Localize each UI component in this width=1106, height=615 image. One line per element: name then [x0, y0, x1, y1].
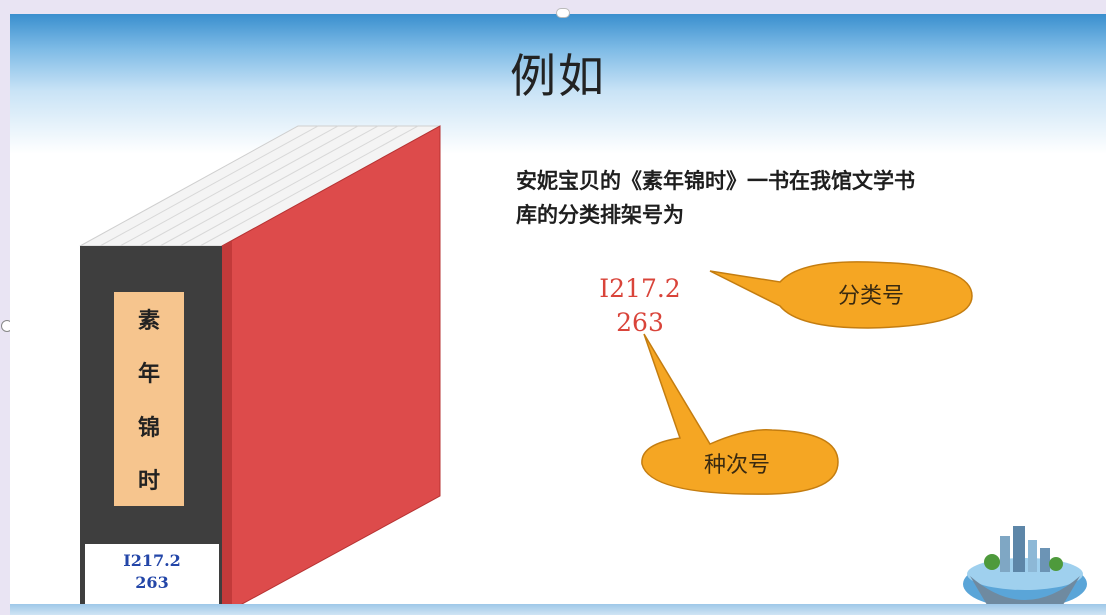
description-line: 安妮宝贝的《素年锦时》一书在我馆文学书	[516, 168, 915, 193]
spine-char: 年	[137, 361, 160, 388]
description-text: 安妮宝贝的《素年锦时》一书在我馆文学书库的分类排架号为	[516, 164, 1106, 232]
slide-canvas: 例如	[10, 14, 1106, 615]
footer-bar	[10, 604, 1106, 615]
city-island-icon	[963, 526, 1087, 610]
callout-bubble-item	[641, 333, 839, 495]
callout-bubble-class	[709, 261, 973, 329]
book-cover-edge	[222, 241, 232, 615]
header-band	[10, 14, 1106, 154]
page-lines	[99, 125, 419, 247]
class-number: I217.2	[599, 274, 681, 303]
spine-call-line2: 263	[135, 573, 169, 592]
slide-title: 例如	[510, 49, 606, 103]
call-number: I217.2 263	[570, 272, 710, 340]
description-line: 库的分类排架号为	[516, 202, 684, 227]
spine-char: 时	[137, 468, 160, 495]
callout-label-class: 分类号	[837, 284, 904, 309]
spine-char: 素	[137, 307, 160, 334]
item-number: 263	[616, 308, 664, 337]
spine-char: 锦	[137, 414, 160, 441]
top-resize-handle[interactable]	[556, 8, 570, 18]
callout-label-item: 种次号	[703, 453, 770, 478]
spine-call-line1: I217.2	[123, 551, 181, 570]
spine-call-number: I217.2 263	[85, 544, 219, 606]
spine-title-label: 素 年 锦 时	[114, 292, 184, 506]
